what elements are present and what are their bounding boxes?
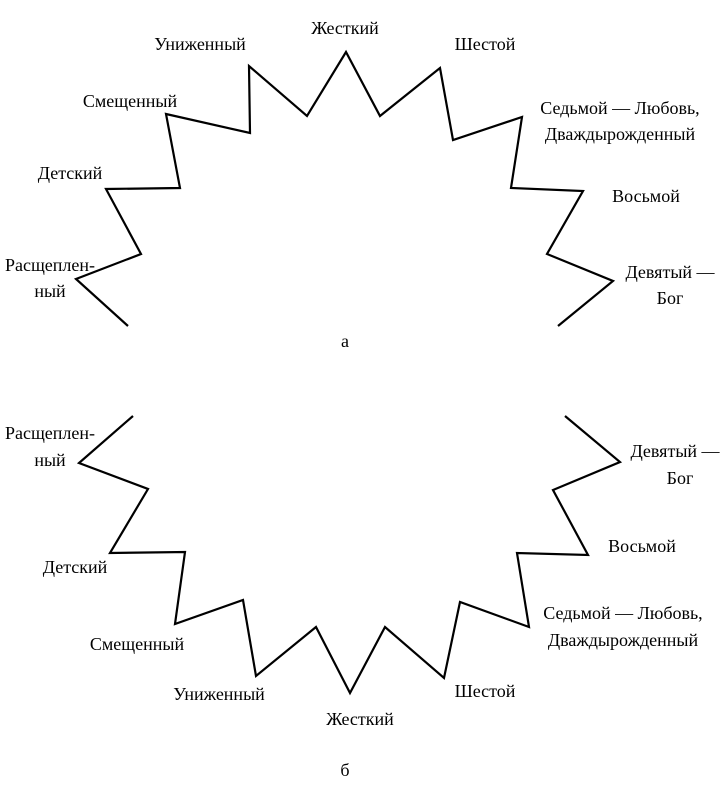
diagram-b-label-devyaty-line1: Девятый — [630,441,720,461]
diagram-a-label-unizhenny: Униженный [154,34,246,54]
diagram-b-label-devyaty-line2: Бог [667,468,694,488]
diagram-b-label-rasshcheplenny-line1: Расщеплен- [5,423,95,443]
diagram-a-label-sedmoy-line1: Седьмой — Любовь, [540,98,699,118]
diagram-a-label-devyaty-line2: Бог [657,288,684,308]
diagram-a-label-shestoy: Шестой [455,34,516,54]
diagram-b-label-sedmoy-line1: Седьмой — Любовь, [543,603,702,623]
diagram-b-label-shestoy: Шестой [455,681,516,701]
diagram-a-label-devyaty-line1: Девятый — [625,262,715,282]
diagram-b-caption: б [340,760,349,780]
diagram-a: Жесткий Униженный Шестой Смещенный Седьм… [5,18,716,351]
diagram-a-label-rasshcheplenny-line2: ный [34,281,66,301]
diagram-b-label-vosmoy: Восьмой [608,536,676,556]
diagram-a-label-detskiy: Детский [38,163,103,183]
diagram-a-label-sedmoy-line2: Дваждырожденный [545,124,696,144]
diagram-b-label-smeshchenny: Смещенный [90,634,185,654]
diagram-b-label-detskiy: Детский [43,557,108,577]
diagram-a-zigzag-outline [73,49,616,327]
diagram-b: Расщеплен- ный Девятый — Бог Восьмой Дет… [5,415,721,780]
diagram-a-caption: а [341,331,349,351]
diagram-b-zigzag-outline [76,415,623,696]
diagram-a-label-zhestkiy: Жесткий [311,18,379,38]
diagram-b-label-zhestkiy: Жесткий [326,709,394,729]
diagram-a-label-vosmoy: Восьмой [612,186,680,206]
diagram-b-label-sedmoy-line2: Дваждырожденный [548,630,699,650]
diagram-b-label-rasshcheplenny-line2: ный [34,450,66,470]
diagram-a-label-smeshchenny: Смещенный [83,91,178,111]
diagram-b-label-unizhenny: Униженный [173,684,265,704]
diagram-a-label-rasshcheplenny-line1: Расщеплен- [5,255,95,275]
